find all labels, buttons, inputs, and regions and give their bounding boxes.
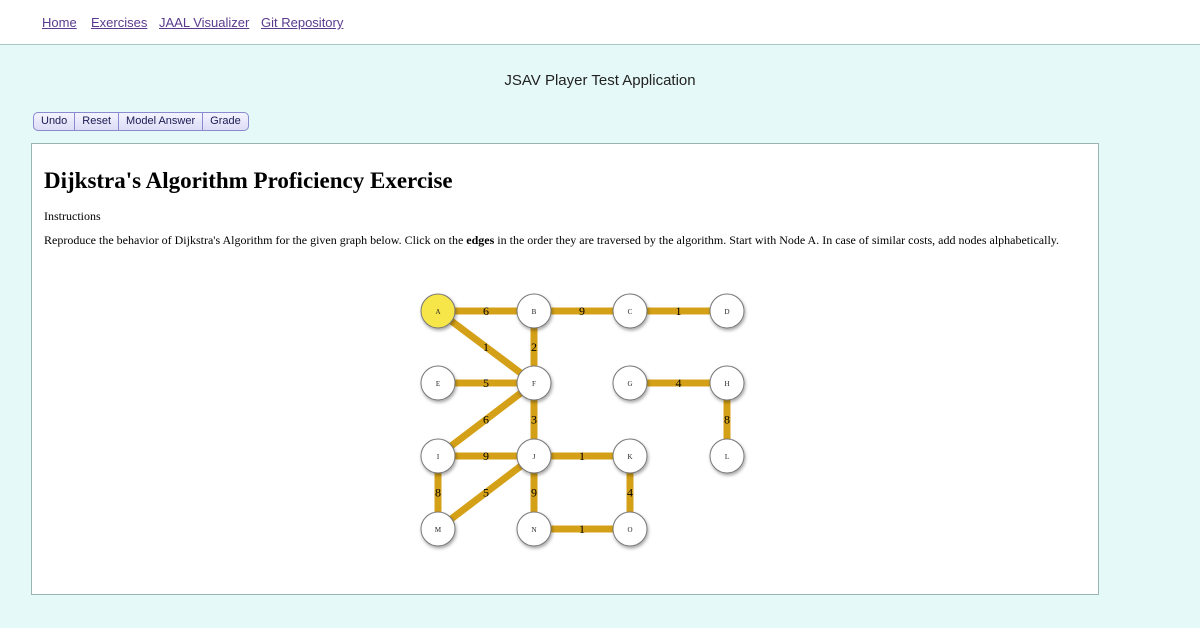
graph-node-l[interactable]: L — [709, 438, 745, 474]
graph-node-o[interactable]: O — [612, 511, 648, 547]
graph-node-circle — [420, 511, 456, 547]
instructions-text-part1: Reproduce the behavior of Dijkstra's Alg… — [44, 233, 467, 247]
graph-node-circle — [516, 365, 552, 401]
graph-node-label: J — [533, 453, 536, 461]
top-navigation: Home Exercises JAAL Visualizer Git Repos… — [0, 0, 1200, 45]
nav-exercises-link[interactable]: Exercises — [91, 15, 148, 30]
edge-weight-label: 9 — [483, 449, 489, 463]
edge-weight-label: 2 — [531, 340, 537, 354]
exercise-toolbar: Undo Reset Model Answer Grade — [33, 112, 249, 131]
node-layer: A B C D E F G H I J K L M N O — [420, 293, 745, 547]
graph-node-circle — [612, 511, 648, 547]
graph-node-j[interactable]: J — [516, 438, 552, 474]
graph-node-label: C — [628, 308, 633, 316]
graph-node-circle — [420, 365, 456, 401]
graph-node-circle — [420, 438, 456, 474]
edge-weight-label: 6 — [483, 413, 489, 427]
edge-weight-label: 4 — [676, 376, 682, 390]
reset-button[interactable]: Reset — [75, 113, 120, 130]
graph-node-circle — [612, 438, 648, 474]
graph-node-i[interactable]: I — [420, 438, 456, 474]
graph-node-d[interactable]: D — [709, 293, 745, 329]
edge-weight-label: 1 — [579, 522, 585, 536]
graph-node-circle — [612, 293, 648, 329]
edge-weight-label: 5 — [483, 486, 489, 500]
graph-canvas: 6 9 1 1 2 5 4 6 3 8 9 1 8 5 9 4 1 A B C D E F G H I J K L M N O — [420, 293, 745, 547]
graph-node-m[interactable]: M — [420, 511, 456, 547]
graph-node-e[interactable]: E — [420, 365, 456, 401]
edge-weight-label: 1 — [676, 304, 682, 318]
graph-node-g[interactable]: G — [612, 365, 648, 401]
graph-edge-f-i[interactable] — [435, 380, 537, 459]
edge-weight-label: 1 — [483, 340, 489, 354]
exercise-panel: Dijkstra's Algorithm Proficiency Exercis… — [31, 143, 1099, 595]
graph-node-label: L — [725, 453, 729, 461]
nav-git-repository-link[interactable]: Git Repository — [261, 15, 344, 30]
model-answer-button[interactable]: Model Answer — [119, 113, 204, 130]
nav-jaal-visualizer-link[interactable]: JAAL Visualizer — [159, 15, 250, 30]
graph-node-circle — [709, 293, 745, 329]
exercise-title: Dijkstra's Algorithm Proficiency Exercis… — [44, 168, 453, 193]
graph-node-a[interactable]: A — [420, 293, 456, 329]
graph-node-label: M — [435, 526, 442, 534]
edge-weight-label: 9 — [579, 304, 585, 318]
graph-edge-j-m[interactable] — [435, 453, 537, 532]
graph-node-circle — [516, 511, 552, 547]
graph-node-n[interactable]: N — [516, 511, 552, 547]
edge-weight-label: 3 — [531, 413, 537, 427]
nav-home-link[interactable]: Home — [42, 15, 77, 30]
edge-weight-label: 8 — [724, 413, 730, 427]
graph-node-circle — [709, 365, 745, 401]
undo-button[interactable]: Undo — [34, 113, 76, 130]
graph-node-b[interactable]: B — [516, 293, 552, 329]
graph-node-circle — [516, 438, 552, 474]
edge-weight-label: 4 — [627, 486, 633, 500]
edge-weight-label: 1 — [579, 449, 585, 463]
edge-layer: 6 9 1 1 2 5 4 6 3 8 9 1 8 5 9 4 1 — [434, 304, 731, 536]
graph-node-label: N — [531, 526, 536, 534]
graph-node-label: K — [627, 453, 632, 461]
graph-edge-a-f[interactable] — [435, 308, 537, 386]
graph-node-c[interactable]: C — [612, 293, 648, 329]
graph-node-label: O — [627, 526, 632, 534]
graph-node-circle — [612, 365, 648, 401]
edge-weight-label: 6 — [483, 304, 489, 318]
graph-node-label: F — [532, 380, 536, 388]
edge-weight-label: 9 — [531, 486, 537, 500]
graph-node-label: B — [532, 308, 537, 316]
graph-node-label: I — [437, 453, 440, 461]
instructions-text-part2: in the order they are traversed by the a… — [494, 233, 1060, 247]
instructions-label: Instructions — [44, 209, 101, 223]
instructions-text-bold: edges — [466, 233, 495, 247]
graph-node-h[interactable]: H — [709, 365, 745, 401]
instructions-text: Reproduce the behavior of Dijkstra's Alg… — [44, 233, 1094, 248]
graph-node-f[interactable]: F — [516, 365, 552, 401]
edge-weight-label: 8 — [435, 486, 441, 500]
graph-node-label: H — [724, 380, 729, 388]
app-title: JSAV Player Test Application — [504, 72, 696, 89]
graph-node-label: D — [724, 308, 729, 316]
graph-node-circle — [420, 293, 456, 329]
grade-button[interactable]: Grade — [203, 113, 248, 130]
graph-node-label: E — [436, 380, 440, 388]
graph-node-circle — [709, 438, 745, 474]
graph-node-label: A — [435, 308, 440, 316]
edge-weight-label: 5 — [483, 376, 489, 390]
graph-node-k[interactable]: K — [612, 438, 648, 474]
graph-node-label: G — [627, 380, 632, 388]
graph-node-circle — [516, 293, 552, 329]
